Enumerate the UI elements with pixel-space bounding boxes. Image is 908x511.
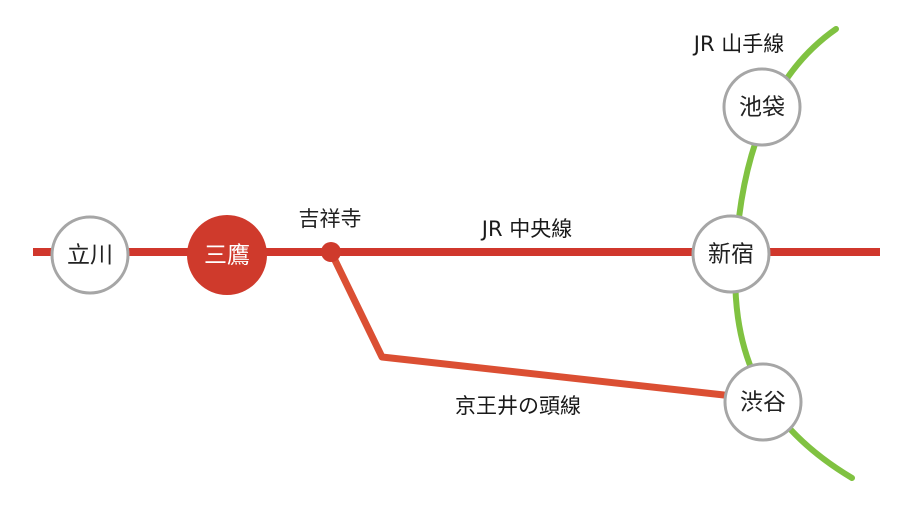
station-label-kichijoji: 吉祥寺: [299, 207, 362, 231]
line-label-chuo: JR 中央線: [480, 217, 572, 241]
station-mitaka[interactable]: 三鷹: [187, 215, 267, 295]
station-ring: [50, 215, 130, 295]
station-highlight-circle: [187, 215, 267, 295]
station-label-ikebukuro: 池袋: [739, 95, 785, 121]
line-label-keio: 京王井の頭線: [455, 394, 581, 418]
station-label-shinjuku: 新宿: [708, 242, 754, 268]
station-ring: [722, 67, 802, 147]
keio-inokashira-line: [327, 248, 728, 399]
station-ring: [723, 362, 803, 442]
station-label-tachikawa: 立川: [67, 243, 113, 269]
station-ring: [691, 214, 771, 294]
station-tachikawa[interactable]: 立川: [50, 215, 130, 295]
station-ikebukuro[interactable]: 池袋: [722, 67, 802, 147]
station-label-mitaka: 三鷹: [204, 243, 250, 269]
station-shinjuku[interactable]: 新宿: [691, 214, 771, 294]
line-label-yamanote: JR 山手線: [692, 32, 784, 56]
station-label-shibuya: 渋谷: [740, 390, 786, 416]
kichijoji-junction-dot[interactable]: [321, 242, 341, 262]
station-shibuya[interactable]: 渋谷: [723, 362, 803, 442]
